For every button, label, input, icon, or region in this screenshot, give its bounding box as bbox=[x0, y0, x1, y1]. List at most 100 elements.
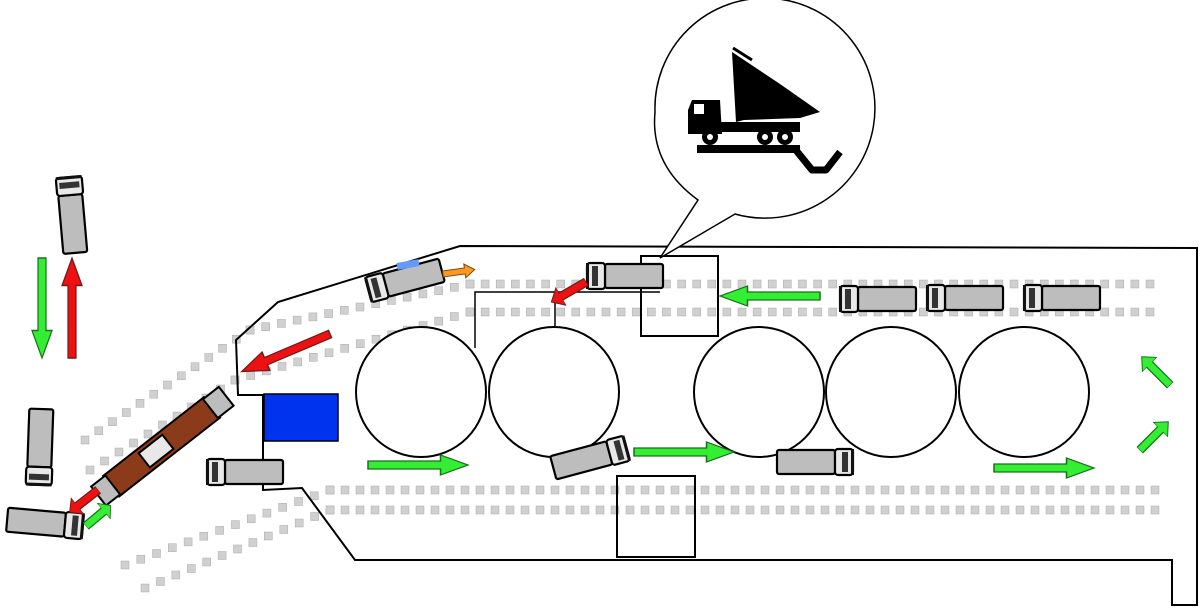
track-dot bbox=[655, 505, 665, 515]
weighbridge-block bbox=[263, 393, 339, 442]
track-dot bbox=[1135, 505, 1145, 515]
track-dot bbox=[324, 348, 334, 358]
track-dot bbox=[955, 505, 965, 515]
track-dot bbox=[677, 279, 686, 289]
arrow-in bbox=[31, 257, 53, 359]
track-dot bbox=[143, 429, 153, 439]
track-dot bbox=[752, 307, 762, 317]
track-dot bbox=[450, 312, 459, 321]
track-dot bbox=[1145, 279, 1155, 289]
silo bbox=[825, 326, 957, 458]
track-dot bbox=[136, 554, 146, 564]
track-dot bbox=[434, 286, 443, 295]
track-dot bbox=[511, 279, 520, 289]
track-dot bbox=[340, 306, 349, 315]
track-dot bbox=[215, 526, 224, 535]
track-dot bbox=[813, 279, 822, 289]
track-dot bbox=[745, 505, 755, 515]
track-dot bbox=[640, 485, 650, 495]
silo bbox=[355, 326, 487, 458]
track-dot bbox=[1130, 279, 1140, 289]
track-dot bbox=[230, 375, 240, 385]
track-dot bbox=[631, 307, 641, 317]
track-dot bbox=[550, 485, 560, 495]
track-dot bbox=[308, 312, 318, 322]
track-dot bbox=[129, 438, 138, 448]
track-dot bbox=[340, 505, 350, 515]
track-dot bbox=[556, 279, 565, 289]
track-dot bbox=[465, 279, 475, 289]
track-dot bbox=[233, 544, 242, 554]
track-dot bbox=[1150, 485, 1160, 495]
track-dot bbox=[798, 307, 807, 317]
track-dot bbox=[122, 408, 131, 417]
track-dot bbox=[202, 557, 211, 567]
track-dot bbox=[580, 485, 590, 495]
track-dot bbox=[187, 564, 196, 573]
track-dot bbox=[910, 505, 920, 515]
track-dot bbox=[565, 505, 575, 515]
track-dot bbox=[371, 334, 381, 344]
track-dot bbox=[535, 505, 545, 515]
track-dot bbox=[670, 485, 680, 495]
track-dot bbox=[1100, 279, 1109, 289]
track-dot bbox=[1030, 505, 1040, 515]
track-dot bbox=[248, 538, 258, 547]
track-dot bbox=[292, 315, 302, 325]
upper-unloading-pit bbox=[640, 255, 719, 337]
track-dot bbox=[1145, 307, 1155, 317]
track-dot bbox=[775, 505, 785, 515]
track-dot bbox=[356, 339, 365, 348]
silo bbox=[958, 326, 1090, 458]
track-dot bbox=[767, 279, 777, 289]
track-dot bbox=[1090, 485, 1100, 495]
track-dot bbox=[767, 307, 777, 317]
track-dot bbox=[505, 485, 515, 495]
track-dot bbox=[985, 505, 995, 515]
track-dot bbox=[168, 543, 177, 552]
track-dot bbox=[715, 505, 725, 515]
track-dot bbox=[813, 307, 822, 317]
track-dot bbox=[340, 485, 350, 495]
track-dot bbox=[135, 399, 145, 408]
track-dot bbox=[541, 307, 550, 317]
track-dot bbox=[1015, 505, 1025, 515]
truck bbox=[837, 284, 918, 314]
track-dot bbox=[595, 505, 605, 515]
track-dot bbox=[277, 362, 287, 371]
track-dot bbox=[460, 485, 470, 495]
track-dot bbox=[850, 485, 860, 495]
track-dot bbox=[1075, 485, 1085, 495]
track-dot bbox=[798, 279, 807, 289]
track-dot bbox=[662, 307, 671, 317]
track-dot bbox=[895, 485, 905, 495]
track-dot bbox=[277, 319, 286, 328]
track-dot bbox=[495, 307, 505, 317]
track-dot bbox=[278, 503, 287, 512]
track-dot bbox=[1000, 485, 1010, 495]
track-dot bbox=[700, 485, 710, 495]
track-dot bbox=[805, 485, 815, 495]
track-dot bbox=[1009, 307, 1019, 317]
track-dot bbox=[246, 371, 255, 380]
track-dot bbox=[790, 505, 800, 515]
track-dot bbox=[450, 283, 459, 292]
track-dot bbox=[370, 505, 380, 515]
arrow-in bbox=[993, 457, 1095, 479]
track-dot bbox=[586, 307, 596, 317]
track-dot bbox=[985, 485, 995, 495]
track-dot bbox=[722, 279, 732, 289]
track-dot bbox=[670, 505, 680, 515]
track-dot bbox=[610, 505, 620, 515]
track-dot bbox=[526, 279, 535, 289]
track-dot bbox=[526, 307, 535, 317]
track-dot bbox=[692, 307, 701, 317]
track-dot bbox=[309, 491, 319, 501]
track-dot bbox=[114, 447, 124, 457]
lower-unloading-pit bbox=[616, 475, 696, 558]
track-dot bbox=[550, 505, 560, 515]
arrow-in bbox=[367, 454, 469, 476]
track-dot bbox=[880, 485, 890, 495]
track-dot bbox=[293, 357, 302, 367]
